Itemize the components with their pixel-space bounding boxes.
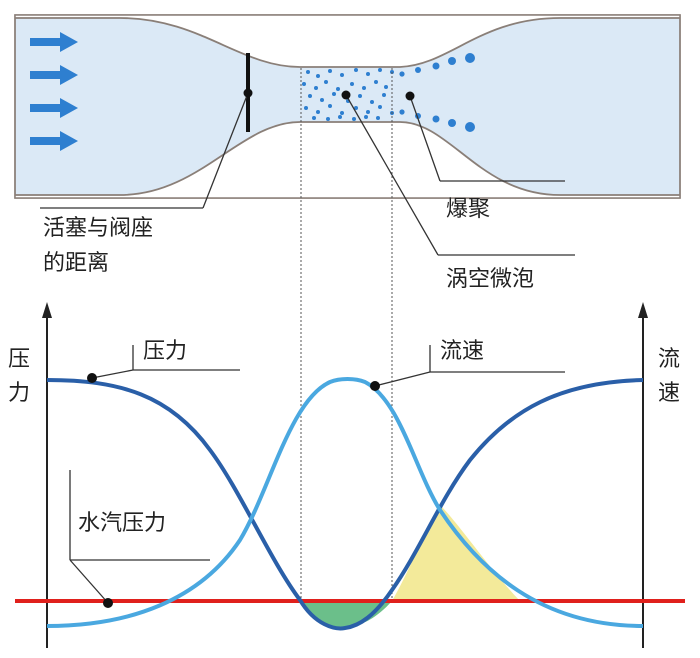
right-axis (638, 302, 648, 648)
flow-curve (46, 377, 644, 628)
bursting-bubble-dot (415, 67, 421, 73)
micro-bubble-dot (350, 82, 354, 86)
micro-bubble-dot (366, 72, 370, 76)
micro-bubble-dot (320, 98, 324, 102)
micro-bubble-dot (312, 116, 316, 120)
marker-bubble (341, 90, 351, 100)
micro-bubble-dot (302, 82, 306, 86)
micro-bubble-dot (378, 105, 382, 109)
micro-bubble-dot (364, 115, 368, 119)
arrow-right-icon (30, 65, 78, 85)
bursting-bubble-dot (465, 122, 475, 132)
bursting-bubble-dot (465, 53, 475, 63)
bursting-bubble-dot (432, 115, 440, 123)
bursting-bubble-dot (399, 71, 405, 77)
pipe-constriction-bottom (15, 122, 680, 198)
axis-right-label-2: 速 (658, 381, 680, 406)
marker-piston (243, 88, 253, 98)
label-vapor-pressure: 水汽压力 (78, 511, 166, 536)
micro-bubble-dot (376, 116, 380, 120)
micro-bubble-dot (304, 106, 308, 110)
axis-left-label-2: 力 (8, 381, 30, 406)
label-burst: 爆聚 (446, 197, 490, 222)
axis-left-label-1: 压 (8, 347, 30, 372)
bursting-bubble-dot (399, 109, 405, 115)
label-piston-gap-1: 活塞与阀座 (43, 216, 153, 241)
flow-arrows (30, 32, 78, 151)
axis-right-label-1: 流 (658, 347, 680, 372)
micro-bubble-dot (366, 110, 370, 114)
micro-bubble-dot (306, 70, 310, 74)
marker-pressure (87, 373, 97, 383)
marker-flow (370, 381, 380, 391)
micro-bubble-dot (338, 115, 342, 119)
left-axis (42, 302, 52, 648)
micro-bubble-dot (336, 87, 340, 91)
arrow-right-icon (30, 98, 78, 118)
micro-bubble-dot (378, 68, 382, 72)
bursting-bubble-dot (448, 57, 456, 65)
label-piston-gap-2: 的距离 (43, 251, 109, 276)
marker-vapor (103, 598, 113, 608)
leader-lines (40, 92, 575, 604)
micro-bubble-dot (324, 80, 328, 84)
markers (87, 88, 415, 608)
arrow-right-icon (30, 131, 78, 151)
micro-bubble-dot (326, 117, 330, 121)
micro-bubble-dot (362, 86, 366, 90)
pressure-curve (46, 378, 644, 631)
micro-bubble-dot (314, 86, 318, 90)
micro-bubble-dot (370, 100, 374, 104)
bursting-bubble-dot (432, 62, 440, 70)
pipe-wall-top (15, 17, 680, 68)
micro-bubble-dot (352, 117, 356, 121)
label-pressure: 压力 (143, 339, 187, 364)
pipe-frame (14, 14, 681, 199)
micro-bubble-dot (354, 106, 358, 110)
bursting-bubble-dot (448, 119, 456, 127)
micro-bubble-dot (382, 93, 386, 97)
arrow-right-icon (30, 32, 78, 52)
pipe (14, 14, 681, 199)
micro-bubble-dot (340, 73, 344, 77)
label-micro-bubble: 涡空微泡 (446, 267, 534, 292)
micro-bubble-dot (332, 92, 336, 96)
micro-bubble-dot (340, 111, 344, 115)
label-flow-speed: 流速 (440, 339, 484, 364)
micro-bubble-dot (316, 74, 320, 78)
micro-bubble-dot (328, 69, 332, 73)
marker-burst (405, 91, 415, 101)
micro-bubble-dot (354, 68, 358, 72)
micro-bubble-dot (308, 94, 312, 98)
micro-bubble-dot (358, 94, 362, 98)
yellow-region (392, 505, 520, 601)
micro-bubble-dot (374, 80, 378, 84)
micro-bubble-dot (384, 85, 388, 89)
micro-bubble-dot (316, 110, 320, 114)
micro-bubble-dot (328, 104, 332, 108)
